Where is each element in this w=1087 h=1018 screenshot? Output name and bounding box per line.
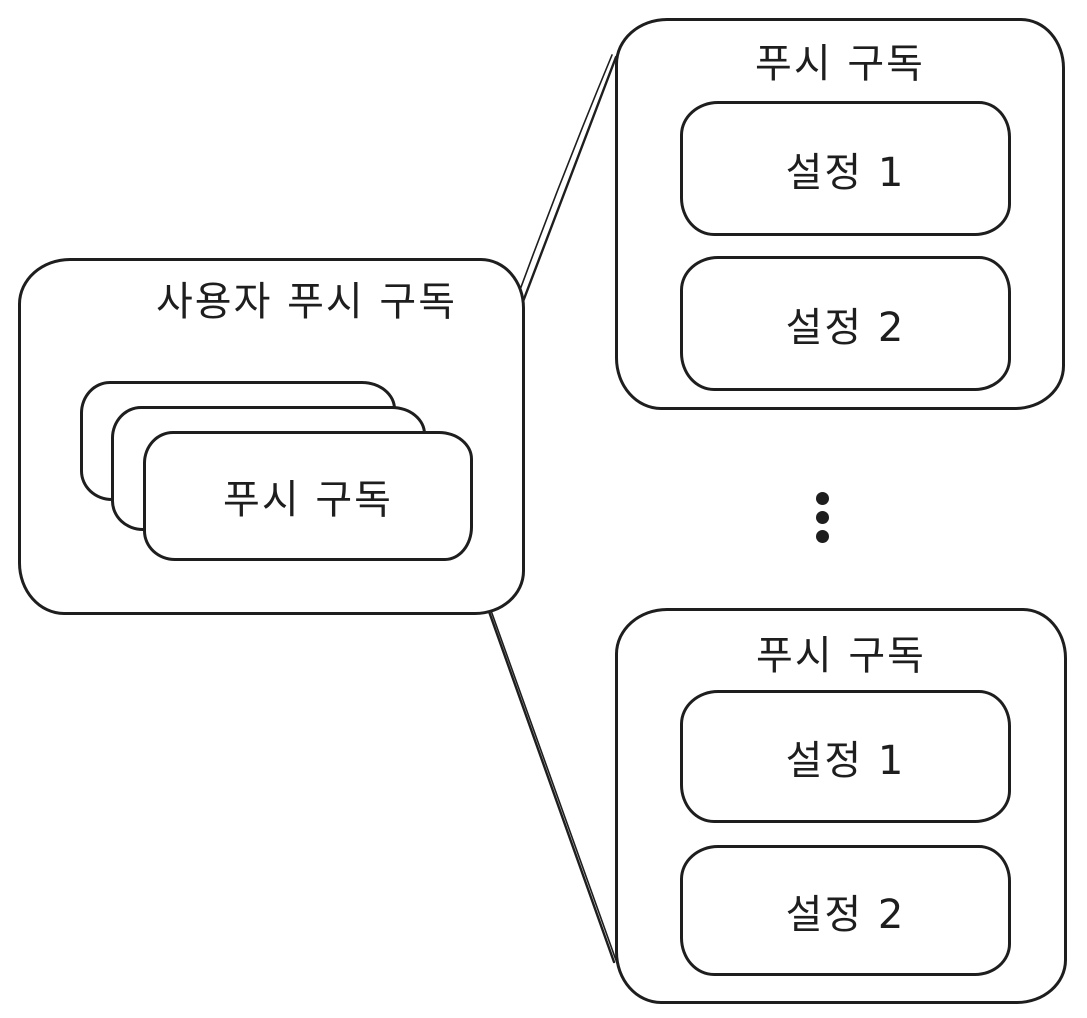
ellipsis-dot bbox=[815, 530, 829, 543]
push-subscription-group-bottom: 푸시 구독 설정 1 설정 2 bbox=[615, 608, 1067, 1004]
ellipsis-dot bbox=[815, 492, 829, 505]
setting-2-box-top: 설정 2 bbox=[680, 256, 1011, 391]
push-subscription-group-bottom-title: 푸시 구독 bbox=[756, 633, 926, 679]
user-push-subscriptions-title: 사용자 푸시 구독 bbox=[155, 279, 458, 325]
push-subscription-group-top: 푸시 구독 설정 1 설정 2 bbox=[615, 18, 1065, 410]
setting-1-label-top: 설정 1 bbox=[785, 149, 906, 196]
ellipsis-dot bbox=[815, 511, 829, 524]
user-push-subscriptions-group: 사용자 푸시 구독 푸시 구독 bbox=[18, 258, 525, 615]
setting-2-label-bottom: 설정 2 bbox=[785, 891, 906, 938]
setting-2-label-top: 설정 2 bbox=[785, 304, 906, 351]
setting-1-label-bottom: 설정 1 bbox=[785, 737, 906, 784]
setting-2-box-bottom: 설정 2 bbox=[680, 845, 1011, 976]
push-subscription-card-label: 푸시 구독 bbox=[223, 477, 393, 523]
setting-1-box-bottom: 설정 1 bbox=[680, 690, 1011, 823]
push-subscription-card-front: 푸시 구독 bbox=[143, 431, 473, 561]
vertical-ellipsis-icon bbox=[815, 492, 829, 543]
push-subscription-group-top-title: 푸시 구독 bbox=[755, 41, 925, 87]
setting-1-box-top: 설정 1 bbox=[680, 101, 1011, 236]
